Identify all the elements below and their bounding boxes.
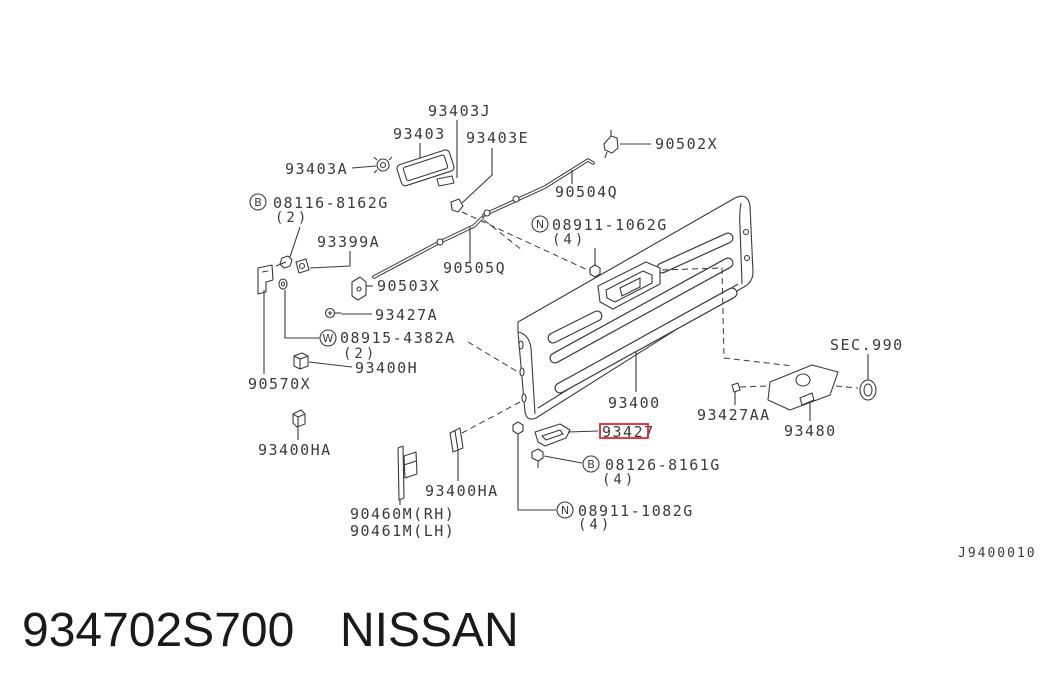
- washer-symbol-w-08915: W: [319, 329, 337, 347]
- bushing-93399a: [295, 258, 310, 274]
- bolt-08116-8162g: [275, 255, 293, 269]
- callout-90503x: 90503X: [377, 277, 440, 295]
- callout-08915-4382a: 08915-4382A: [340, 329, 456, 347]
- callout-93399a: 93399A: [317, 233, 380, 251]
- callout-93427a: 93427A: [375, 306, 438, 324]
- emblem-sec990: [859, 379, 877, 401]
- panel-slot-upper-right: [656, 232, 734, 274]
- cover-93480: [767, 364, 839, 411]
- callout-labels: 93403J 93403 93403E 90502X 93403A B 0811…: [248, 102, 1037, 561]
- callout-90502x: 90502X: [655, 135, 718, 153]
- callout-08126-8161g: 08126-8161G: [605, 456, 721, 474]
- panel-slot-middle: [549, 257, 734, 364]
- nut-symbol-letter: N: [536, 218, 544, 231]
- stopper-93400h: [293, 352, 309, 370]
- clip-90502x: [603, 130, 619, 159]
- callout-90461m-lh: 90461M(LH): [350, 522, 455, 540]
- brand-name: NISSAN: [340, 604, 519, 657]
- callout-08915-qty: (2): [343, 346, 377, 362]
- callout-08911-1062-qty: (4): [552, 232, 586, 248]
- handle-bezel-93403: [396, 149, 455, 187]
- callout-93403e: 93403E: [466, 129, 529, 147]
- clip-93403j: [436, 175, 455, 187]
- nut-symbol-letter: N: [561, 504, 569, 517]
- clip-93403e: [450, 198, 464, 213]
- panel-slot-lower: [554, 287, 738, 394]
- panel-hole: [518, 340, 524, 350]
- callout-93400ha: 93400HA: [425, 482, 499, 500]
- nut-08911-1062g: [589, 264, 601, 278]
- screw-93427a: [324, 307, 341, 319]
- callout-90505q: 90505Q: [443, 259, 506, 277]
- bolt-symbol-b-08126: B: [582, 455, 600, 473]
- callout-08116-qty: (2): [275, 210, 309, 226]
- highlight-box: [599, 423, 649, 439]
- latch-90570x: [257, 264, 274, 295]
- bolt-08126-8161g: [531, 448, 544, 468]
- panel-hole: [519, 367, 525, 377]
- callout-93400: 93400: [608, 394, 661, 412]
- bracket-93400ha-left: [292, 409, 306, 428]
- callout-93400ha-left: 93400HA: [258, 441, 332, 459]
- washer-symbol-letter: W: [323, 332, 334, 345]
- panel-hole: [521, 393, 527, 403]
- washer-08915-4382a: [278, 278, 288, 290]
- hinge-90460m-90461m: [397, 445, 418, 501]
- callout-90460m-rh: 90460M(RH): [350, 505, 455, 523]
- bolt-symbol-letter: B: [587, 458, 595, 471]
- callout-08911-1082-qty: (4): [578, 517, 612, 533]
- callout-90570x: 90570X: [248, 375, 311, 393]
- callout-93400h: 93400H: [355, 359, 418, 377]
- callout-08911-1062g: 08911-1062G: [552, 216, 668, 234]
- callout-93403: 93403: [393, 125, 446, 143]
- callout-93403j: 93403J: [428, 102, 491, 120]
- diagram-code: J9400010: [958, 546, 1037, 561]
- callout-08116-8162g: 08116-8162G: [273, 194, 389, 212]
- leader-lines: [263, 120, 869, 511]
- caption: 934702S700 NISSAN: [22, 604, 519, 657]
- clip-93427aa: [731, 382, 741, 393]
- handle-93427-highlighted-part: [534, 423, 571, 447]
- bracket-93400ha: [449, 427, 464, 453]
- panel-hole: [742, 228, 750, 236]
- rod-90504q: [482, 158, 595, 217]
- callout-93427-highlighted: 93427: [602, 423, 655, 441]
- callout-93403a: 93403A: [285, 160, 348, 178]
- nut-symbol-n-08911-1062: N: [531, 215, 549, 233]
- callout-sec990: SEC.990: [830, 336, 904, 354]
- callout-08911-1082g: 08911-1082G: [578, 502, 694, 520]
- panel-hole: [743, 254, 751, 262]
- handle-recess: [597, 261, 661, 310]
- panel-slot-upper-left: [547, 310, 603, 344]
- nut-08911-1082g: [512, 421, 524, 435]
- nut-symbol-n-08911-1082: N: [556, 501, 574, 519]
- callout-90504q: 90504Q: [555, 183, 618, 201]
- grommet-93403a: [373, 156, 393, 174]
- rod-90505q: [372, 216, 484, 279]
- callout-93427aa: 93427AA: [697, 406, 771, 424]
- callout-08126-qty: (4): [602, 472, 636, 488]
- bolt-symbol-b-08116: B: [249, 193, 267, 211]
- bracket-90503x: [351, 276, 367, 301]
- assembly-dashed-lines: [461, 211, 859, 434]
- callout-93480: 93480: [784, 422, 837, 440]
- tail-gate-panel: [517, 195, 754, 420]
- bolt-symbol-letter: B: [254, 196, 262, 209]
- part-number: 934702S700: [22, 604, 294, 657]
